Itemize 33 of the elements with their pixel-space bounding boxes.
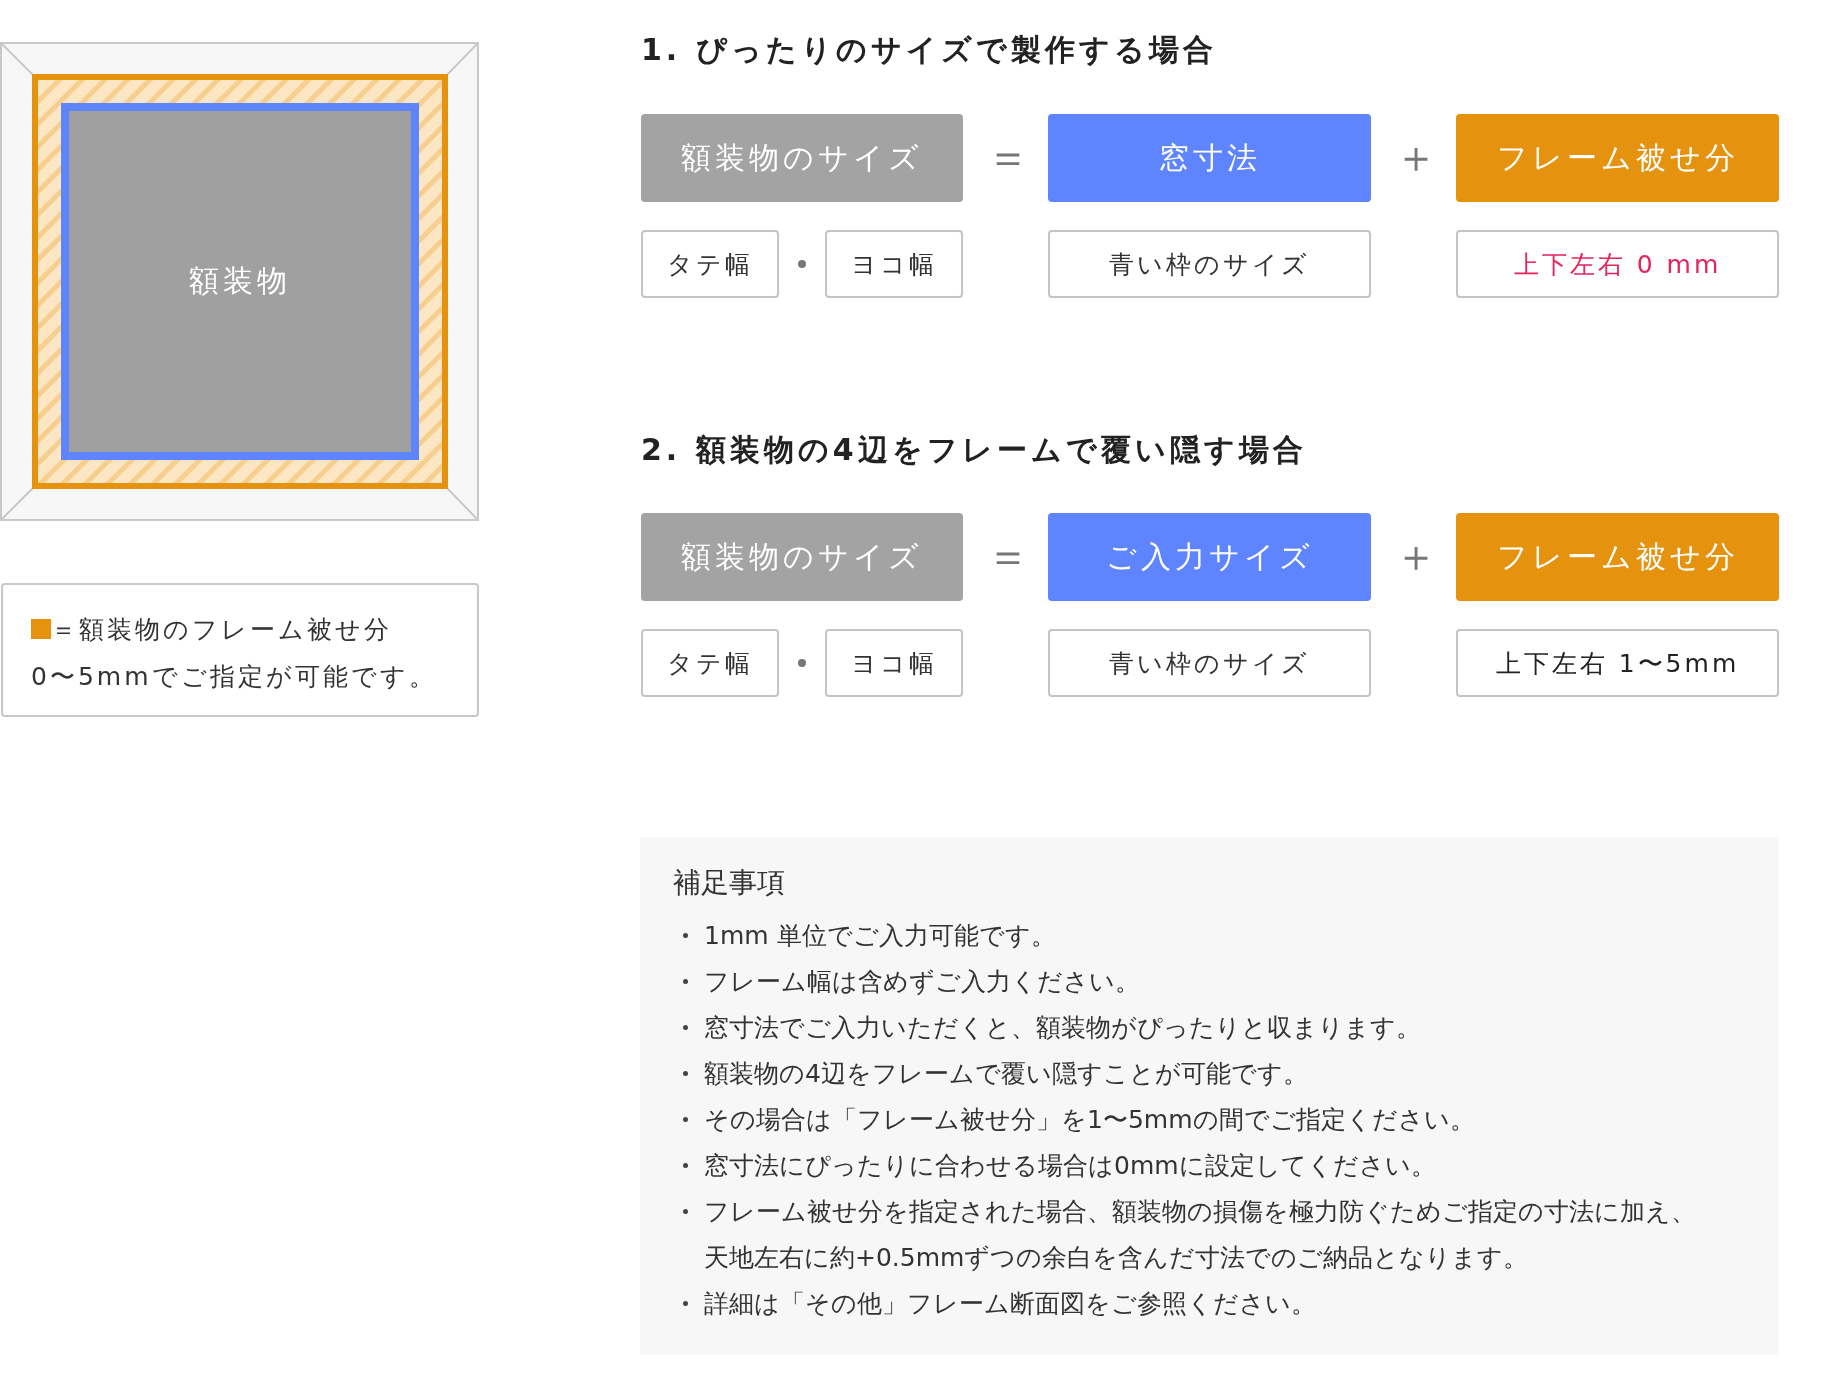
plus-sign: ＋ [1394, 130, 1438, 184]
note-text: 詳細は「その他」フレーム断面図をご参照ください。 [704, 1288, 1316, 1320]
note-text: 窓寸法にぴったりに合わせる場合は0mmに設定してください。 [704, 1150, 1436, 1182]
section-heading: 1. ぴったりのサイズで製作する場合 [641, 31, 1217, 69]
dimension-box: タテ幅 [641, 629, 779, 697]
plus-sign: ＋ [1394, 529, 1438, 583]
size-box: 窓寸法 [1048, 114, 1371, 202]
size-box: ご入力サイズ [1048, 513, 1371, 601]
dimension-box: ヨコ幅 [825, 230, 963, 298]
note-text: 額装物の4辺をフレームで覆い隠すことが可能です。 [704, 1058, 1308, 1090]
size-box: 額装物のサイズ [641, 513, 963, 601]
dimension-box: 上下左右 1〜5mm [1456, 629, 1779, 697]
dimension-box: ヨコ幅 [825, 629, 963, 697]
note-text: 窓寸法でご入力いただくと、額装物がぴったりと収まります。 [704, 1012, 1421, 1044]
note-text: 1mm 単位でご入力可能です。 [704, 920, 1056, 952]
note-text: フレーム幅は含めずご入力ください。 [704, 966, 1140, 998]
equals-sign: ＝ [986, 130, 1030, 184]
legend-text: ＝額装物のフレーム被せ分 [51, 613, 392, 646]
size-box: フレーム被せ分 [1456, 114, 1779, 202]
equals-sign: ＝ [986, 529, 1030, 583]
size-box: フレーム被せ分 [1456, 513, 1779, 601]
section-heading: 2. 額装物の4辺をフレームで覆い隠す場合 [641, 431, 1307, 469]
notes-panel [640, 837, 1779, 1355]
note-text: フレーム被せ分を指定された場合、額装物の損傷を極力防ぐためご指定の寸法に加え、天地左右に約+0.5mmずつの余白を含んだ寸法でのご納品となります。 [704, 1196, 1697, 1274]
legend-note: 0〜5mmでご指定が可能です。 [31, 661, 438, 693]
notes-heading: 補足事項 [673, 865, 785, 901]
dimension-box: 上下左右 0 mm [1456, 230, 1779, 298]
note-text: その場合は「フレーム被せ分」を1〜5mmの間でご指定ください。 [704, 1104, 1475, 1136]
dimension-box: タテ幅 [641, 230, 779, 298]
dimension-box: 青い枠のサイズ [1048, 629, 1371, 697]
artwork-box: 額装物 [61, 103, 419, 460]
dimension-box: 青い枠のサイズ [1048, 230, 1371, 298]
size-box: 額装物のサイズ [641, 114, 963, 202]
